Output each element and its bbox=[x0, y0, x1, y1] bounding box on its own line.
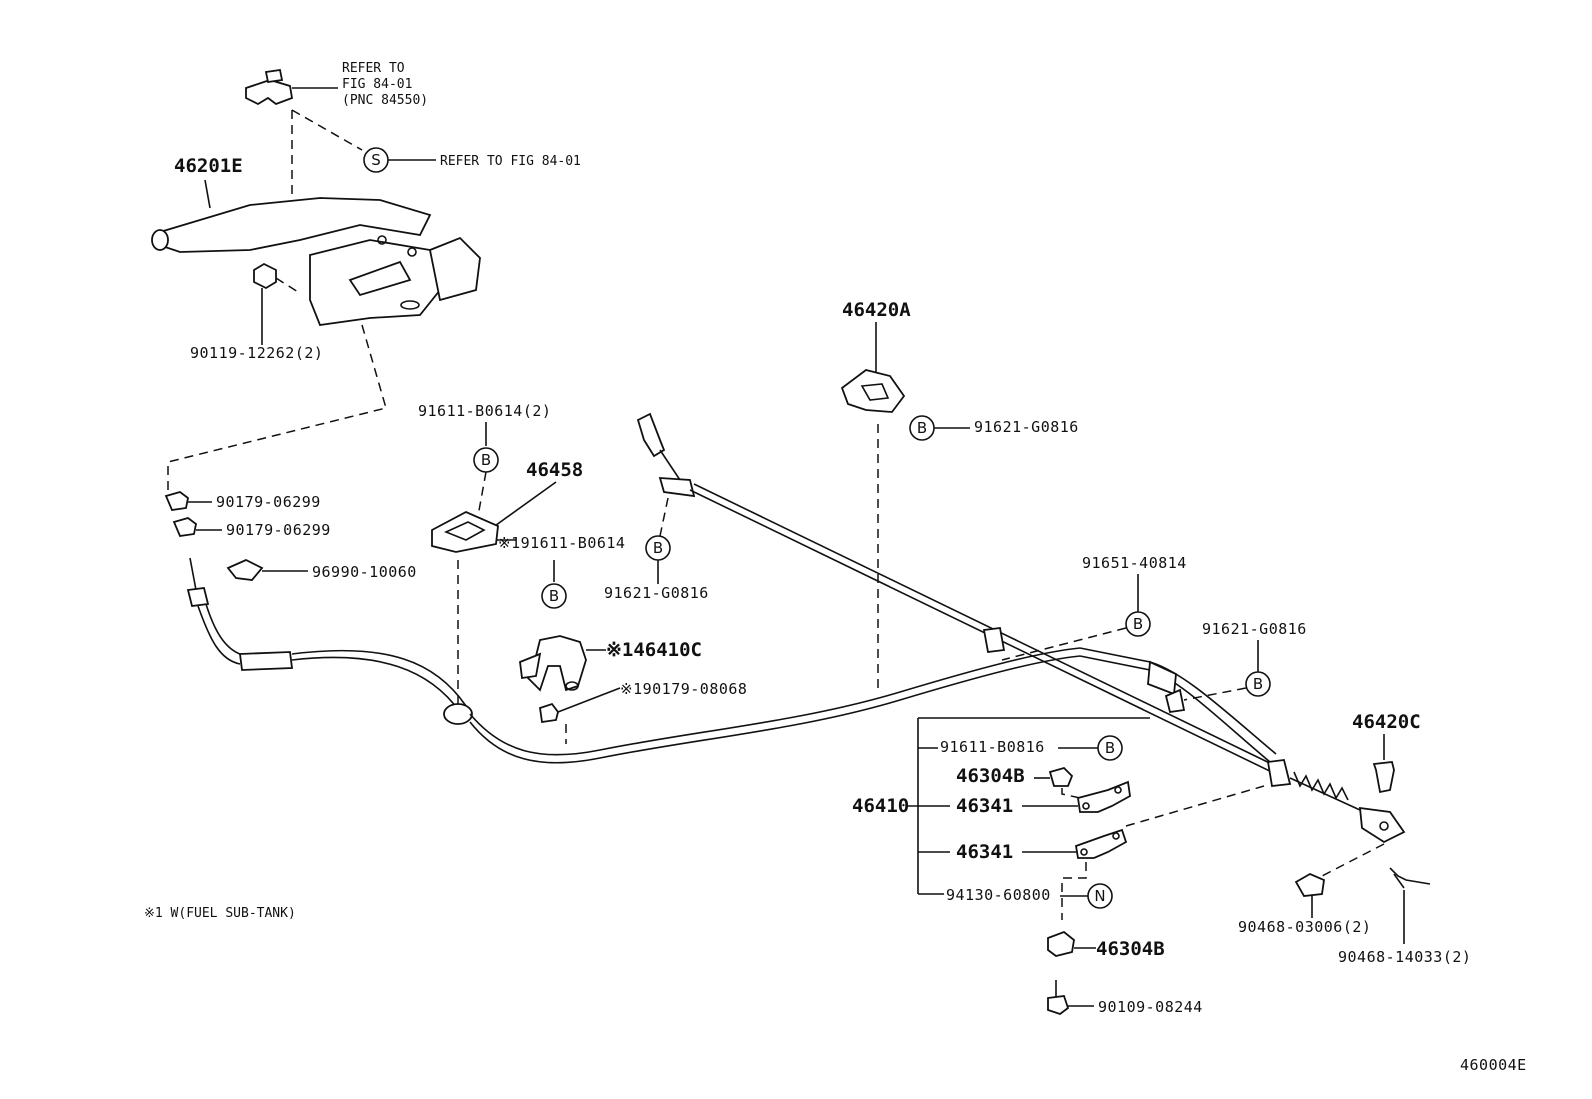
pin-90468-14033-part bbox=[1389, 867, 1431, 889]
part-46304b-top-label: 46304B bbox=[956, 765, 1025, 787]
b-marker-1-text: B bbox=[481, 451, 491, 469]
part-91651-label: 91651-40814 bbox=[1082, 554, 1187, 572]
bracket-46410c-part bbox=[519, 635, 587, 692]
part-91611-note-label: ※191611-B0614 bbox=[498, 534, 625, 552]
part-90179-08068-label: ※190179-08068 bbox=[620, 680, 747, 698]
clip-90468-03006-part bbox=[1294, 872, 1325, 897]
figure-code-label: 460004E bbox=[1460, 1056, 1527, 1074]
s-marker-text: S bbox=[371, 151, 381, 169]
part-90109-label: 90109-08244 bbox=[1098, 998, 1203, 1016]
n-marker bbox=[1087, 883, 1113, 909]
part-91611-b0614-top-label: 91611-B0614(2) bbox=[418, 402, 551, 420]
part-96990-label: 96990-10060 bbox=[312, 563, 417, 581]
nut-90179-b-part bbox=[172, 517, 197, 537]
part-91611-b0816-label: 91611-B0816 bbox=[940, 738, 1045, 756]
b-marker-5 bbox=[1125, 611, 1151, 637]
refer-to-label-1: REFER TO bbox=[342, 61, 405, 76]
parking-brake-lever-part bbox=[151, 197, 481, 326]
part-46458-label: 46458 bbox=[526, 459, 583, 481]
part-46410c-label: ※146410C bbox=[606, 639, 702, 661]
b-marker-7 bbox=[1097, 735, 1123, 761]
part-46420a-label: 46420A bbox=[842, 299, 911, 321]
b-marker-2-text: B bbox=[549, 587, 559, 605]
refer-to-label-2: FIG 84-01 bbox=[342, 77, 412, 92]
refer-fig-s-label: REFER TO FIG 84-01 bbox=[440, 154, 581, 169]
part-94130-label: 94130-60800 bbox=[946, 886, 1051, 904]
b-marker-6 bbox=[1245, 671, 1271, 697]
part-46420c-label: 46420C bbox=[1352, 711, 1421, 733]
part-90468-03006-label: 90468-03006(2) bbox=[1238, 918, 1371, 936]
clamp-46420a-part bbox=[840, 369, 906, 413]
nut-46304b-bottom-part bbox=[1047, 930, 1075, 957]
part-90468-14033-label: 90468-14033(2) bbox=[1338, 948, 1471, 966]
b-marker-5-text: B bbox=[1133, 615, 1143, 633]
part-46341-bottom-label: 46341 bbox=[956, 841, 1013, 863]
part-90119-label: 90119-12262(2) bbox=[190, 344, 323, 362]
b-marker-4-text: B bbox=[917, 419, 927, 437]
bracket-84550-part bbox=[245, 68, 338, 106]
front-cable-part bbox=[186, 557, 1277, 764]
part-91621-far-label: 91621-G0816 bbox=[1202, 620, 1307, 638]
b-marker-6-text: B bbox=[1253, 675, 1263, 693]
b-marker-7-text: B bbox=[1105, 739, 1115, 757]
rear-cable-part bbox=[636, 412, 1406, 844]
nut-90179-a-part bbox=[164, 491, 189, 511]
part-91621-right-label: 91621-G0816 bbox=[974, 418, 1079, 436]
grommet-46458-part bbox=[431, 511, 499, 553]
bolt-90109-part bbox=[1047, 980, 1070, 1016]
clip-96990-part bbox=[226, 559, 264, 581]
b-marker-2 bbox=[541, 583, 567, 609]
pin-46420c-part bbox=[1372, 761, 1395, 794]
refer-to-label-3: (PNC 84550) bbox=[342, 93, 428, 108]
part-46410-label: 46410 bbox=[852, 795, 909, 817]
clamp-46341-top-part bbox=[1076, 780, 1131, 813]
b-marker-3-text: B bbox=[653, 539, 663, 557]
part-46341-top-label: 46341 bbox=[956, 795, 1013, 817]
nut-90179-08068-part bbox=[539, 702, 559, 724]
bolt-90119-part bbox=[253, 262, 299, 293]
part-91621-mid-label: 91621-G0816 bbox=[604, 584, 709, 602]
clamp-46341-bottom-part bbox=[1074, 828, 1128, 859]
part-90179-a-label: 90179-06299 bbox=[216, 493, 321, 511]
part-46304b-bottom-label: 46304B bbox=[1096, 938, 1165, 960]
part-90179-b-label: 90179-06299 bbox=[226, 521, 331, 539]
footnote-label: ※1 W(FUEL SUB-TANK) bbox=[144, 906, 296, 921]
n-marker-text: N bbox=[1094, 887, 1105, 905]
part-46201E-label: 46201E bbox=[174, 155, 243, 177]
nut-46304b-top-part bbox=[1048, 766, 1081, 799]
